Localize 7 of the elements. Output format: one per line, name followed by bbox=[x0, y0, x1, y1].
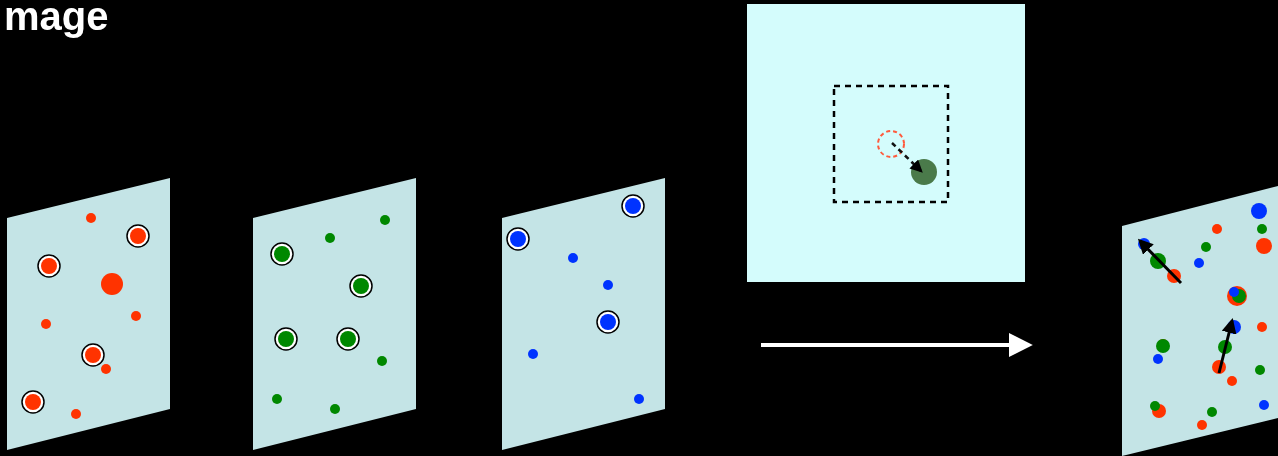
dot-panel-drawing bbox=[253, 178, 417, 450]
zoom-inset-drawing bbox=[747, 4, 1025, 282]
dot-panel-drawing bbox=[7, 178, 171, 450]
arrow bbox=[761, 333, 1033, 357]
dot-panel-drawing bbox=[502, 178, 666, 450]
heading: mage bbox=[4, 0, 109, 39]
merged-panel-drawing bbox=[1122, 186, 1278, 456]
